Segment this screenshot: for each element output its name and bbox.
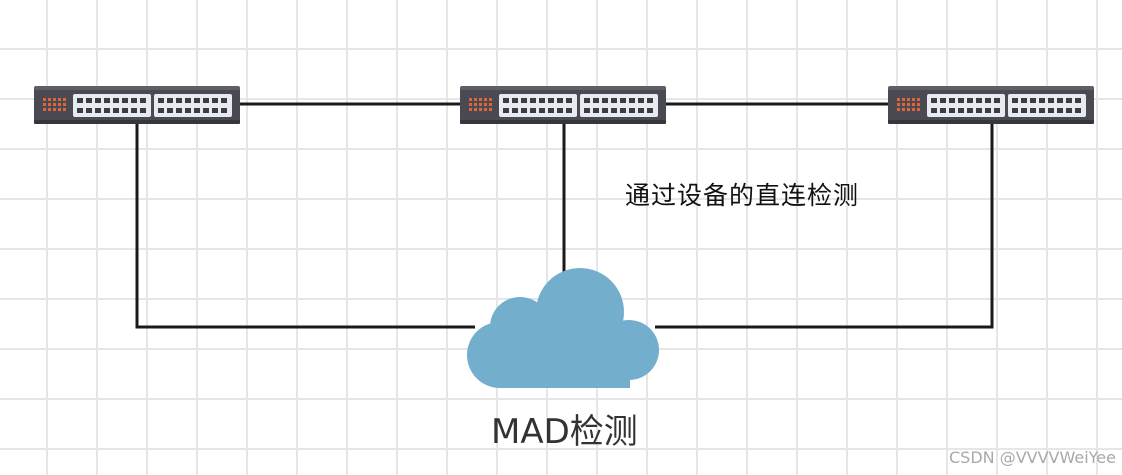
- network-switch-icon: [888, 86, 1094, 124]
- network-switch-icon: [34, 86, 240, 124]
- link-switch-left-cloud: [135, 122, 475, 329]
- watermark: CSDN @VVVVWeiYee: [949, 448, 1116, 467]
- link-switch-right-cloud: [655, 122, 994, 329]
- mad-detection-label: MAD检测: [491, 412, 638, 452]
- cloud-icon: [467, 268, 659, 388]
- links: [135, 102, 994, 329]
- direct-detection-label: 通过设备的直连检测: [625, 181, 860, 210]
- network-switch-icon: [460, 86, 666, 124]
